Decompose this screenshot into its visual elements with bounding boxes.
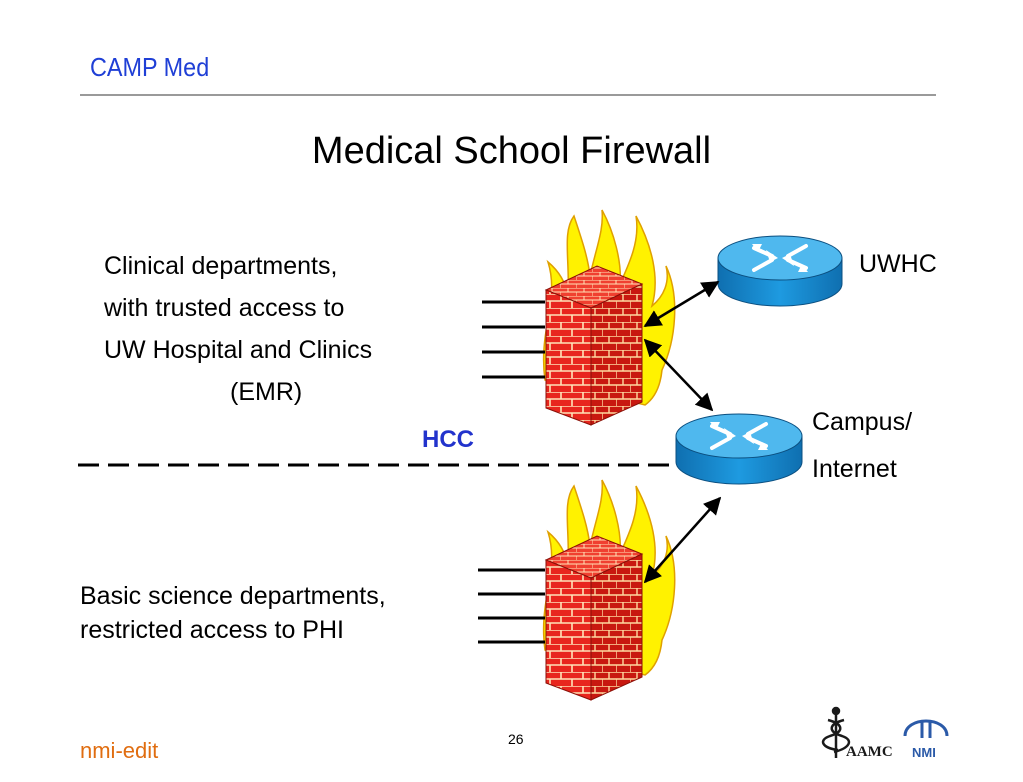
campus-label-line1: Campus/ xyxy=(812,408,913,436)
basic-science-label-line2: restricted access to PHI xyxy=(80,616,344,644)
header-divider xyxy=(80,94,936,96)
page-number: 26 xyxy=(508,731,524,747)
firewall-icon-bottom xyxy=(542,479,676,701)
slide-title: Medical School Firewall xyxy=(311,130,712,172)
double-arrow-icon xyxy=(643,280,722,584)
footer-text: nmi-edit xyxy=(80,738,159,763)
hcc-label: HCC xyxy=(422,426,474,453)
campus-label-line2: Internet xyxy=(812,455,897,483)
clinical-connection-lines xyxy=(482,300,545,379)
basic-science-connection-lines xyxy=(478,568,545,644)
clinical-label-line2: with trusted access to xyxy=(104,294,345,322)
header-title: CAMP Med xyxy=(90,52,210,82)
clinical-label-line1: Clinical departments, xyxy=(104,252,338,280)
firewall-icon-top xyxy=(542,209,676,426)
clinical-label-line3: UW Hospital and Clinics xyxy=(104,336,373,364)
nmi-logo-text: NMI xyxy=(912,745,936,760)
nmi-logo-icon xyxy=(903,719,949,738)
clinical-label-line4: (EMR) xyxy=(230,378,303,406)
router-icon-uwhc xyxy=(717,235,843,307)
caduceus-icon xyxy=(821,706,851,758)
uwhc-label: UWHC xyxy=(859,250,937,278)
aamc-logo-text: AAMC xyxy=(846,744,893,760)
basic-science-label-line1: Basic science departments, xyxy=(80,582,386,610)
router-icon-campus xyxy=(675,413,803,485)
